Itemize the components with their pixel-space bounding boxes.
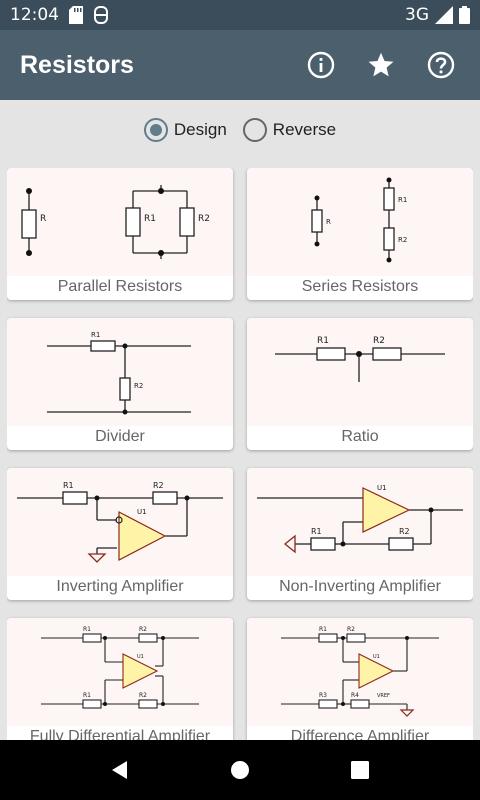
card-difference-amplifier[interactable]: R1 R2 U1 R3 R4 VREF Difference Amplifier <box>247 618 473 740</box>
label-vref: VREF <box>377 693 390 699</box>
label-r1: R1 <box>317 336 329 346</box>
radio-reverse-indicator[interactable] <box>242 118 267 142</box>
battery-icon <box>459 6 470 24</box>
home-button[interactable] <box>220 750 260 790</box>
status-time: 12:04 <box>10 5 59 25</box>
label-r2: R2 <box>399 527 410 536</box>
radio-reverse-label: Reverse <box>272 120 337 139</box>
card-fully-differential-amplifier[interactable]: R1 R2 U1 R1 R2 Fully Differential Amplif… <box>7 618 233 740</box>
app-title: Resistors <box>20 50 134 79</box>
recents-icon <box>351 761 369 779</box>
label-r2: R2 <box>373 336 385 346</box>
label-r4: R4 <box>351 692 359 699</box>
parallel-resistors-diagram: R R1 R2 <box>7 168 233 276</box>
label-r: R <box>326 218 331 226</box>
fully-differential-amplifier-diagram: R1 R2 U1 R1 R2 <box>7 618 233 726</box>
network-type: 3G <box>405 5 429 25</box>
inverting-amplifier-diagram: R1 R2 U1 <box>7 468 233 576</box>
favorite-button[interactable] <box>362 46 400 84</box>
radio-design-label: Design <box>173 120 227 139</box>
card-label: Divider <box>95 428 145 445</box>
label-r1: R1 <box>144 214 156 224</box>
label-u1: U1 <box>137 508 147 516</box>
radio-design-indicator[interactable] <box>143 118 168 142</box>
mode-selector: Design Reverse <box>0 112 480 148</box>
status-bar: 12:04 3G <box>0 0 480 30</box>
label-r1: R1 <box>83 626 91 633</box>
series-resistors-diagram: R R1 R2 <box>247 168 473 276</box>
label-r1: R1 <box>319 626 327 633</box>
star-icon <box>368 52 394 77</box>
ratio-diagram: R1 R2 <box>247 318 473 426</box>
label-r1: R1 <box>398 196 407 204</box>
card-parallel-resistors[interactable]: R R1 R2 Parallel Resistors <box>7 168 233 300</box>
label-r2: R2 <box>153 481 164 490</box>
label-r2: R2 <box>398 236 407 244</box>
label-u1: U1 <box>373 654 380 660</box>
circuit-grid: R R1 R2 Parallel Resistors R R1 R2 Serie… <box>7 168 473 740</box>
card-label: Difference Amplifier <box>290 728 430 740</box>
label-r1: R1 <box>91 331 100 339</box>
card-label: Parallel Resistors <box>57 278 183 295</box>
label-r2: R2 <box>134 382 143 390</box>
divider-diagram: R1 R2 <box>7 318 233 426</box>
card-inverting-amplifier[interactable]: R1 R2 U1 Inverting Amplifier <box>7 468 233 600</box>
label-r2: R2 <box>347 626 355 633</box>
non-inverting-amplifier-diagram: U1 R1 R2 <box>247 468 473 576</box>
card-ratio[interactable]: R1 R2 Ratio <box>247 318 473 450</box>
radio-design[interactable]: Design <box>143 118 227 142</box>
label-r2: R2 <box>139 692 147 699</box>
card-label: Fully Differential Amplifier <box>29 728 211 740</box>
card-divider[interactable]: R1 R2 Divider <box>7 318 233 450</box>
card-non-inverting-amplifier[interactable]: U1 R1 R2 Non-Inverting Amplifier <box>247 468 473 600</box>
home-icon <box>231 761 249 779</box>
radio-reverse[interactable]: Reverse <box>242 118 337 142</box>
card-series-resistors[interactable]: R R1 R2 Series Resistors <box>247 168 473 300</box>
back-button[interactable] <box>100 750 140 790</box>
difference-amplifier-diagram: R1 R2 U1 R3 R4 VREF <box>247 618 473 726</box>
label-r1: R1 <box>63 481 74 490</box>
label-r1: R1 <box>311 527 322 536</box>
label-u1: U1 <box>137 654 144 660</box>
recents-button[interactable] <box>340 750 380 790</box>
navigation-bar <box>0 740 480 800</box>
label-r2: R2 <box>198 214 210 224</box>
info-button[interactable] <box>302 46 340 84</box>
card-label: Series Resistors <box>301 278 419 295</box>
card-label: Ratio <box>341 428 379 445</box>
label-r2: R2 <box>139 626 147 633</box>
label-r3: R3 <box>319 692 327 699</box>
label-u1: U1 <box>377 484 387 492</box>
back-icon <box>112 761 127 779</box>
usb-debug-icon <box>93 6 109 24</box>
info-icon <box>307 51 335 79</box>
help-icon <box>427 51 455 79</box>
label-r1: R1 <box>83 692 91 699</box>
card-label: Inverting Amplifier <box>56 578 184 595</box>
app-bar: Resistors <box>0 30 480 100</box>
card-label: Non-Inverting Amplifier <box>279 578 441 595</box>
signal-icon <box>435 6 453 24</box>
label-r: R <box>40 214 46 224</box>
sd-card-icon <box>69 6 83 24</box>
help-button[interactable] <box>422 46 460 84</box>
